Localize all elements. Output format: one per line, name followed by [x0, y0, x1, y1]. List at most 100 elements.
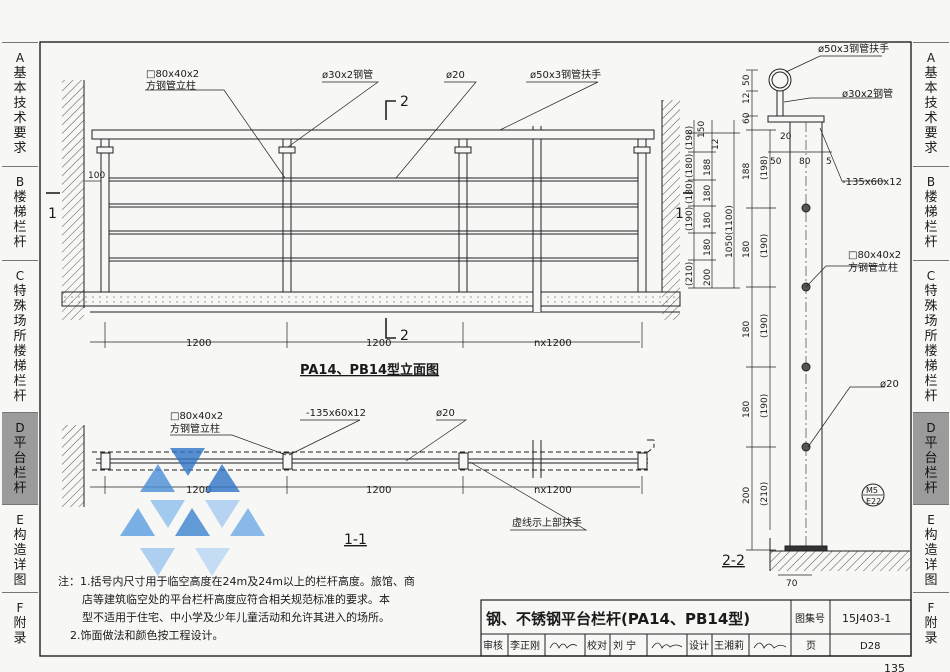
sec-dim-v-8: (190) — [760, 394, 770, 418]
elev-top-dim-2: 12 — [711, 139, 721, 150]
atlas-label: 图集号 — [795, 612, 825, 625]
side-tab-code: C — [926, 269, 936, 283]
elev-section-mark-top: 2 — [400, 94, 409, 110]
drawing-title: 钢、不锈钢平台栏杆(PA14、PB14型) — [486, 610, 750, 628]
side-tab-char: 录 — [924, 631, 938, 646]
plan-view — [62, 419, 655, 531]
plan-post-sub: 方钢管立柱 — [170, 422, 220, 435]
side-tab-char: 构 — [924, 528, 938, 543]
plan-labels: □80x40x2 方钢管立柱 -135x60x12 ø20 虚线示上部扶手 12… — [170, 408, 582, 548]
side-tab-char: 栏 — [924, 466, 938, 481]
elev-span-2: 1200 — [366, 338, 391, 349]
elev-h-outer-5: (210) — [685, 262, 695, 286]
elev-h-inner-4: 180 — [703, 239, 713, 256]
side-tab-char: 图 — [13, 573, 27, 588]
sec-dim-h-1: 50 — [770, 157, 782, 167]
side-tab-char: 栏 — [13, 466, 27, 481]
elev-span-3: nx1200 — [534, 338, 572, 349]
atlas-number: 15J403-1 — [842, 612, 891, 625]
notes: 注：1.括号内尺寸用于临空高度在24m及24m以上的栏杆高度。旅馆、商 店等建筑… — [58, 574, 415, 642]
page-number: D28 — [860, 641, 880, 652]
sec-dim-v-3: 180 — [742, 241, 752, 258]
note-line-2: 店等建筑临空处的平台栏杆高度应符合相关规范标准的要求。本 — [82, 592, 390, 606]
plan-span-3: nx1200 — [534, 485, 572, 496]
side-tab-char: 楼 — [13, 344, 27, 359]
sheet-border — [39, 41, 912, 657]
reviewer-name: 李正刚 — [510, 639, 540, 652]
elev-top-dim-1: 150 — [697, 121, 707, 138]
sec-post-label: □80x40x2 — [848, 250, 901, 261]
elev-post-sub: 方钢管立柱 — [146, 79, 196, 92]
review-label: 审核 — [483, 639, 503, 652]
side-tab-char: 术 — [13, 111, 27, 126]
elevation-labels: □80x40x2 方钢管立柱 ø30x2钢管 ø20 ø50x3钢管扶手 2 2… — [48, 68, 735, 378]
elev-h-outer-4: (190) — [685, 207, 695, 231]
check-label: 校对 — [587, 639, 607, 652]
sec-plate-label: -135x60x12 — [842, 177, 902, 188]
side-tab-char: 本 — [13, 81, 27, 96]
note-line-1: 注：1.括号内尺寸用于临空高度在24m及24m以上的栏杆高度。旅馆、商 — [58, 574, 415, 588]
elev-h-inner-3: 180 — [703, 212, 713, 229]
side-tab-code: B — [926, 175, 936, 189]
side-tab-char: 详 — [924, 558, 938, 573]
sec-dim-v-7: 180 — [742, 401, 752, 418]
elev-h-outer-1: (198) — [685, 126, 695, 150]
side-tab-char: 详 — [13, 558, 27, 573]
elev-offset-dim: 100 — [88, 171, 105, 181]
side-tab-char: 梯 — [924, 205, 938, 220]
sec-dim-h-2: 80 — [799, 157, 811, 167]
sec-anchor-top: M5 — [866, 486, 878, 495]
plan-span-2: 1200 — [366, 485, 391, 496]
elevation-title: PA14、PB14型立面图 — [300, 362, 439, 378]
side-tab-char: 平 — [13, 436, 27, 451]
sec-dim-v-9: 200 — [742, 487, 752, 504]
side-tab-char: 平 — [924, 436, 938, 451]
elev-post-label: □80x40x2 — [146, 69, 199, 80]
side-tab-code: B — [15, 175, 25, 189]
sec-bar-label: ø20 — [880, 379, 899, 390]
side-tab-char: 附 — [924, 616, 938, 631]
sec-dim-top-4: 20 — [780, 132, 792, 142]
side-tab-code: C — [15, 269, 25, 283]
side-tab-char: 构 — [13, 528, 27, 543]
sec-handrail-label: ø50x3钢管扶手 — [818, 42, 889, 55]
elev-bar-label: ø20 — [446, 70, 465, 81]
checker-name: 刘 宁 — [613, 639, 636, 652]
plan-plate-label: -135x60x12 — [306, 408, 366, 419]
side-tab-char: 基 — [13, 66, 27, 81]
elev-h-inner-2: 180 — [703, 185, 713, 202]
elev-side-mark-left: 1 — [48, 206, 57, 222]
sec-post-sub: 方钢管立柱 — [848, 261, 898, 274]
side-tab-char: 所 — [924, 329, 938, 344]
side-tab-char: 杆 — [924, 235, 938, 250]
side-tab-char: 杆 — [924, 389, 938, 404]
elev-pipe-label: ø30x2钢管 — [322, 68, 373, 81]
sec-dim-v-4: (190) — [760, 234, 770, 258]
side-tab-char: 台 — [924, 451, 938, 466]
side-tab-char: 技 — [13, 96, 27, 111]
elev-h-outer-3: (180) — [685, 180, 695, 204]
sec-dim-top-2: 12 — [742, 93, 752, 104]
side-tab-char: 术 — [924, 111, 938, 126]
side-tab-char: 殊 — [924, 299, 938, 314]
sec-dim-h-3: 5 — [826, 157, 832, 167]
side-tab-char: 梯 — [13, 359, 27, 374]
elev-h-inner-1: 188 — [703, 159, 713, 176]
elev-span-1: 1200 — [186, 338, 211, 349]
side-tab-char: 梯 — [13, 205, 27, 220]
side-tab-char: 图 — [924, 573, 938, 588]
side-tab-code: F — [927, 601, 935, 615]
